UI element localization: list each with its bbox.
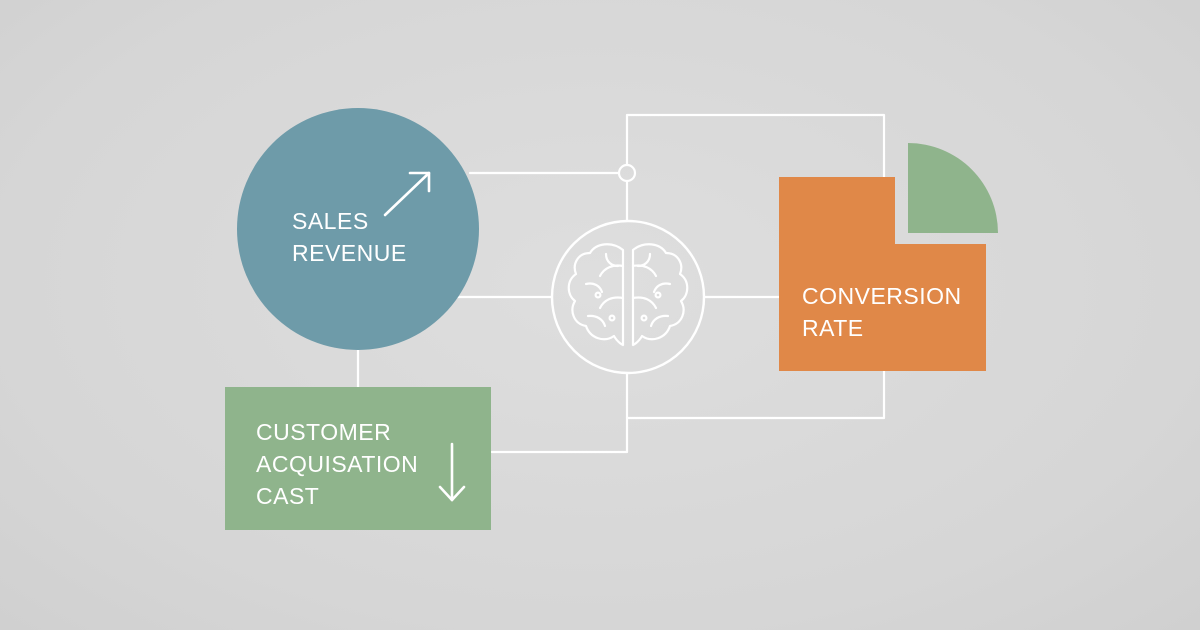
- trend-down-arrow-icon: [438, 442, 466, 502]
- hub-circle: [550, 219, 706, 375]
- junction-node: [617, 163, 637, 183]
- conversion-rate-label-line-1: CONVERSION: [802, 283, 962, 309]
- connector-lines: [356, 113, 886, 454]
- sales-revenue-label: SALES REVENUE: [292, 205, 407, 269]
- connector-junction-to-conversion: [625, 113, 886, 179]
- sales-revenue-circle: [237, 108, 479, 350]
- customer-acquisition-cost-label-line-2: ACQUISATION: [256, 451, 419, 477]
- sales-revenue-label-line-1: SALES: [292, 208, 369, 234]
- customer-acquisition-cost-label: CUSTOMER ACQUISATION CAST: [256, 416, 418, 512]
- connector-hub-to-conversion-bottom: [625, 369, 886, 420]
- customer-acquisition-cost-box: [225, 387, 491, 530]
- connector-hub-to-cac: [490, 372, 629, 454]
- brain-icon: [567, 243, 689, 347]
- trend-up-arrow-icon: [383, 171, 431, 217]
- conversion-rate-box: [779, 177, 986, 371]
- sales-revenue-label-line-2: REVENUE: [292, 240, 407, 266]
- customer-acquisition-cost-label-line-1: CUSTOMER: [256, 419, 392, 445]
- customer-acquisition-cost-label-line-3: CAST: [256, 483, 320, 509]
- quarter-circle-shape: [908, 143, 998, 233]
- conversion-rate-label: CONVERSION RATE: [802, 280, 962, 344]
- conversion-rate-label-line-2: RATE: [802, 315, 864, 341]
